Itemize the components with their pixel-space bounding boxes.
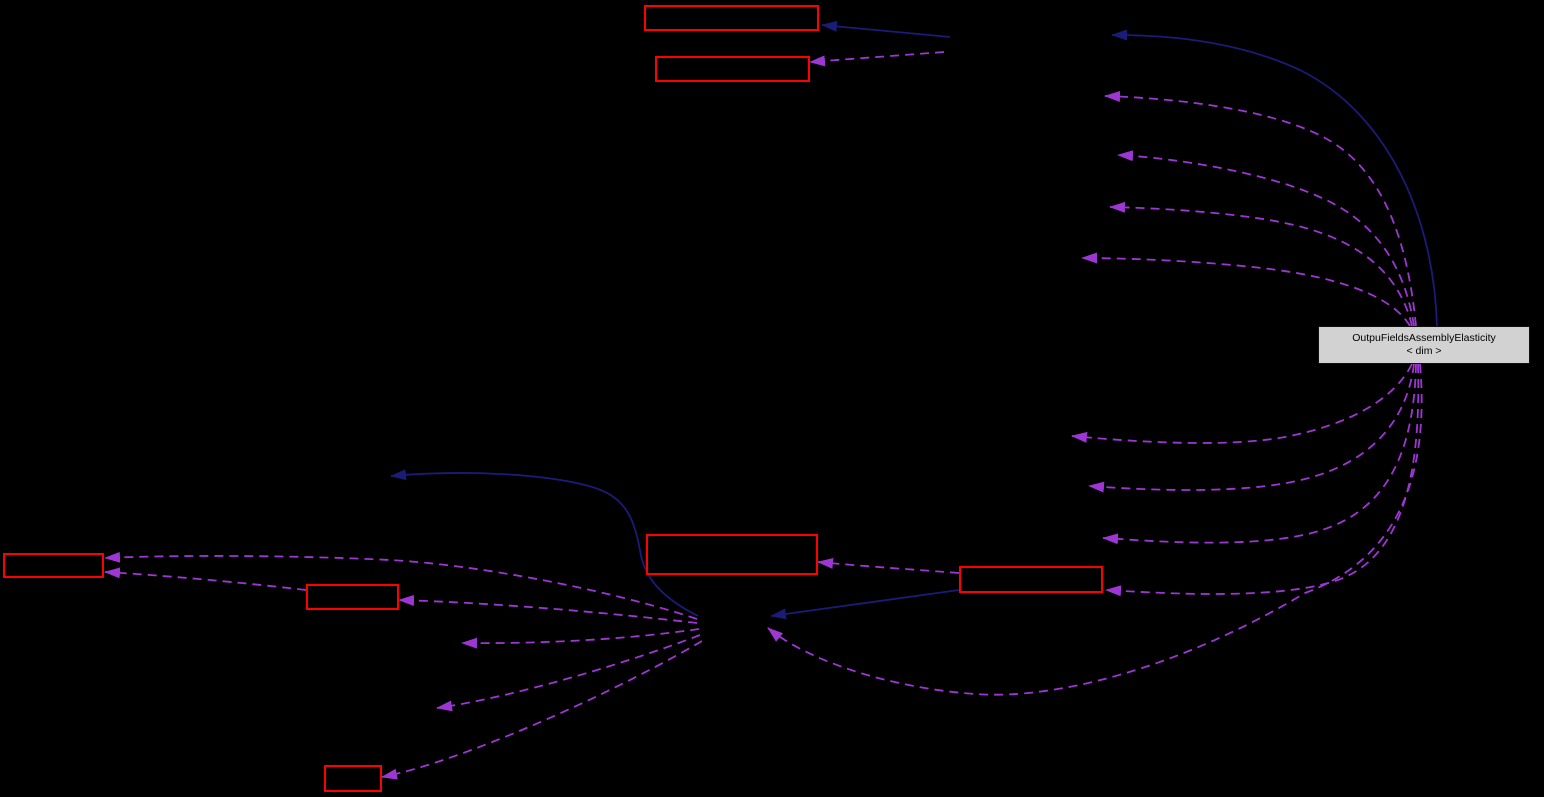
current-class-node: OutpuFieldsAssemblyElasticity < dim > (1318, 326, 1530, 364)
usage-edge-dashed (1117, 150, 1415, 327)
class-node[interactable] (3, 553, 104, 578)
usage-edge-dashed (398, 594, 698, 624)
class-node[interactable] (644, 5, 819, 31)
usage-edge-dashed (1088, 363, 1415, 493)
usage-edge-dashed (767, 363, 1423, 696)
usage-edge-dashed (1104, 90, 1417, 327)
class-node[interactable] (324, 765, 382, 792)
inheritance-edge-solid (1111, 29, 1438, 327)
usage-edge-dashed (104, 567, 307, 591)
usage-edge-dashed (817, 557, 960, 574)
usage-edge-dashed (461, 628, 700, 649)
current-class-label-line2: < dim > (1406, 345, 1442, 357)
usage-edge-dashed (436, 634, 701, 712)
class-node[interactable] (306, 584, 399, 610)
class-node[interactable] (646, 534, 818, 575)
current-class-label-line1: OutpuFieldsAssemblyElasticity (1352, 332, 1496, 344)
inheritance-edge-solid (821, 20, 951, 38)
usage-edge-dashed (1105, 363, 1420, 597)
class-node[interactable] (655, 56, 810, 82)
usage-edge-dashed (1081, 252, 1411, 327)
usage-edge-dashed (1071, 363, 1413, 444)
class-node[interactable] (959, 566, 1103, 593)
usage-edge-dashed (1102, 363, 1417, 545)
usage-edge-dashed (104, 551, 698, 620)
usage-edge-dashed (809, 51, 945, 67)
usage-edge-dashed (381, 640, 703, 780)
inheritance-edge-solid (390, 469, 699, 617)
usage-edge-dashed (1109, 201, 1413, 327)
inheritance-edge-solid (770, 589, 960, 620)
